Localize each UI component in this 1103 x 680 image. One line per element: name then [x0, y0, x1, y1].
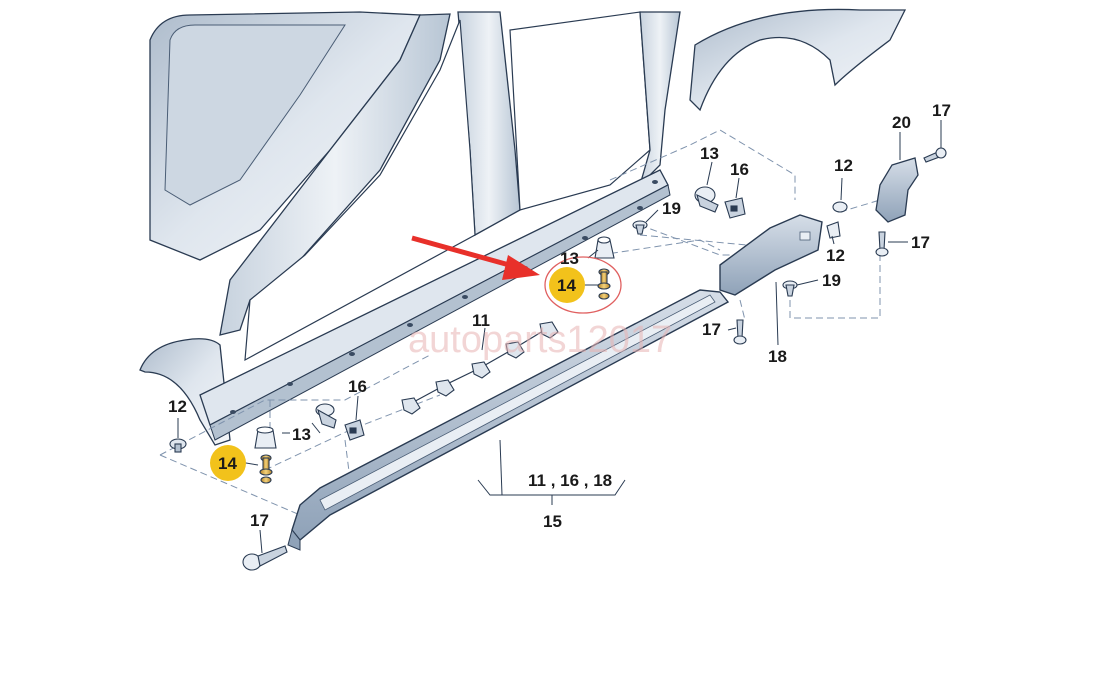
callout-13-mid: 13	[560, 249, 579, 268]
screw-17-top-right	[923, 147, 947, 163]
rear-pillar	[219, 13, 451, 336]
callout-14-mid: 14	[557, 276, 576, 295]
leader-lines	[177, 120, 942, 554]
watermark: autoparts12017	[408, 319, 672, 361]
screw-12-left	[169, 438, 187, 453]
rear-window-glass	[164, 24, 346, 206]
screw-12-right-bottom	[826, 221, 841, 239]
callout-13-left: 13	[292, 425, 311, 444]
grommet-13-top	[694, 186, 719, 213]
callout-16-left: 16	[348, 377, 367, 396]
callout-11-clips: 11	[472, 311, 490, 330]
callout-17-mid: 17	[702, 320, 721, 339]
grommet-13-left-b	[315, 403, 337, 429]
callout-labels: 12 13 14 16 17 11 13 14 13 16 19 12 12 1…	[168, 101, 951, 531]
red-arrow	[411, 235, 540, 280]
callout-17-front: 17	[250, 511, 269, 530]
highlight-ring	[544, 256, 622, 314]
callout-12-left: 12	[168, 397, 187, 416]
door-opening	[244, 19, 476, 362]
callout-19-top: 19	[662, 199, 681, 218]
front-door-opening	[509, 11, 651, 211]
front-wheel-arch	[689, 8, 907, 112]
callout-15: 15	[543, 512, 562, 531]
screw-12-right-top	[832, 201, 848, 213]
callout-12-right-bottom: 12	[826, 246, 845, 265]
grommet-13-mid	[594, 236, 615, 259]
a-pillar	[638, 11, 681, 188]
pin-14-left	[259, 454, 273, 484]
callout-20: 20	[892, 113, 911, 132]
callout-12-right-top: 12	[834, 156, 853, 175]
rivet-19-top	[632, 220, 648, 235]
callout-17-right: 17	[911, 233, 930, 252]
callout-19-right: 19	[822, 271, 841, 290]
highlight-disc-14-left	[210, 445, 246, 481]
rivet-19-right	[782, 280, 798, 297]
pin-14-mid	[597, 268, 611, 300]
screw-17-front	[242, 545, 288, 571]
callout-14-left: 14	[218, 454, 237, 473]
screw-17-right	[875, 231, 889, 257]
grommet-13-left	[254, 426, 277, 449]
callout-set-11-16-18: 11 , 16 , 18	[528, 471, 612, 490]
callout-16-top: 16	[730, 160, 749, 179]
sill-trim-panel	[287, 289, 730, 551]
highlight-disc-14-mid	[549, 267, 585, 303]
clip-16-top	[724, 197, 746, 219]
end-cap-part-18	[719, 214, 823, 296]
screw-17-mid	[733, 319, 747, 345]
callout-13-top: 13	[700, 144, 719, 163]
callout-17-top-right: 17	[932, 101, 951, 120]
clip-16-left	[344, 419, 365, 441]
bracket-part-20	[875, 157, 919, 223]
fasteners	[169, 147, 947, 571]
callout-18: 18	[768, 347, 787, 366]
clip-strip-part-11	[401, 321, 559, 415]
